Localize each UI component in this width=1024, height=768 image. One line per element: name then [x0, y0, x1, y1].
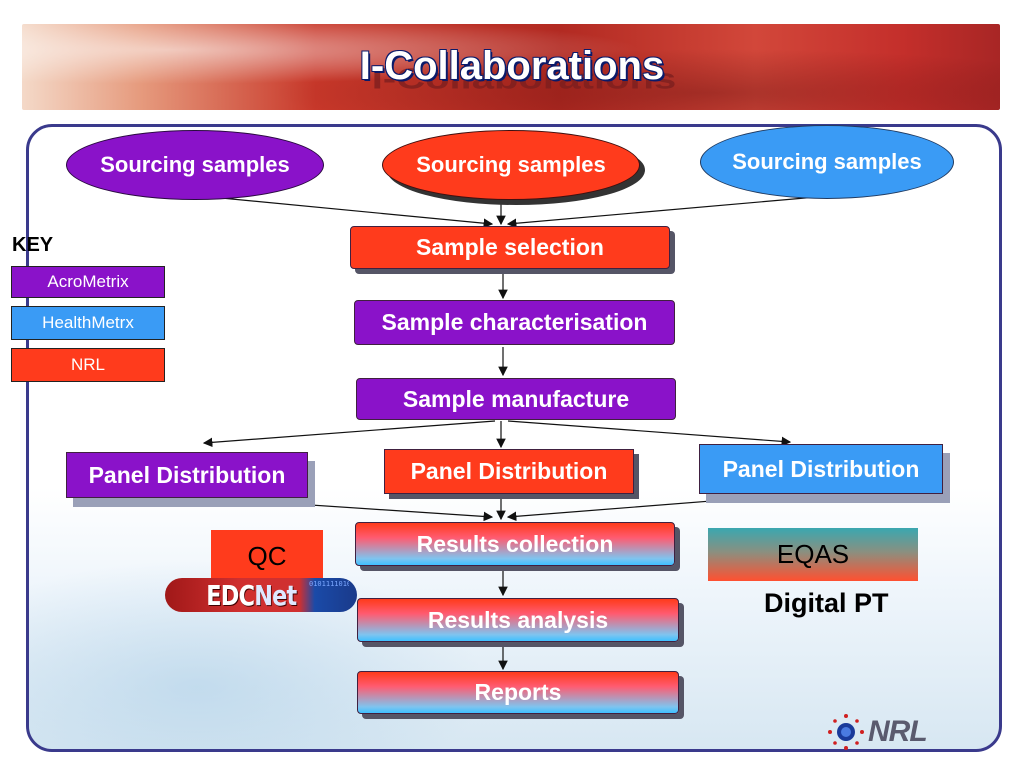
arrow-source3-selection [506, 195, 829, 229]
nrl-atom-icon [826, 712, 866, 752]
key-healthmetrx: HealthMetrx [11, 306, 165, 340]
page-title: I-Collaborations [359, 44, 665, 88]
arrow-source1-selection [189, 194, 494, 228]
step-results-collection: Results collection [355, 522, 675, 566]
edcnet-binary-pattern: 01011110101011101011100010110 [309, 580, 349, 588]
nrl-logo: NRL [826, 710, 976, 754]
step-reports: Reports [357, 671, 679, 714]
edcnet-logo: EDCNet 01011110101011101011100010110 [165, 578, 357, 612]
step-results-analysis: Results analysis [357, 598, 679, 642]
key-title: KEY [12, 234, 54, 256]
arrow-dist1-results [189, 496, 494, 522]
step-sample-characterisation: Sample characterisation [354, 300, 675, 345]
dist-healthmetrx: Panel Distribution [699, 444, 943, 494]
arrow-manufacture-dist1 [202, 420, 496, 448]
qc-label: QC [211, 530, 323, 582]
dist-acrometrix: Panel Distribution [66, 452, 308, 498]
arrow-manufacture-dist3 [507, 420, 792, 447]
arrow-dist3-results [506, 493, 801, 522]
dist-nrl: Panel Distribution [384, 449, 634, 494]
source-nrl: Sourcing samples [382, 130, 640, 200]
nrl-logo-text: NRL [868, 715, 928, 748]
key-nrl: NRL [11, 348, 165, 382]
title-banner [22, 24, 1000, 110]
eqas-label: EQAS [708, 528, 918, 581]
digital-pt-label: Digital PT [764, 588, 889, 618]
key-acrometrix: AcroMetrix [11, 266, 165, 298]
title-reflection: I-Collaborations [371, 63, 677, 96]
edcnet-logo-text: EDCNet [205, 578, 297, 612]
source-acrometrix: Sourcing samples [66, 130, 324, 200]
step-sample-selection: Sample selection [350, 226, 670, 269]
step-sample-manufacture: Sample manufacture [356, 378, 676, 420]
source-healthmetrx: Sourcing samples [700, 125, 954, 199]
